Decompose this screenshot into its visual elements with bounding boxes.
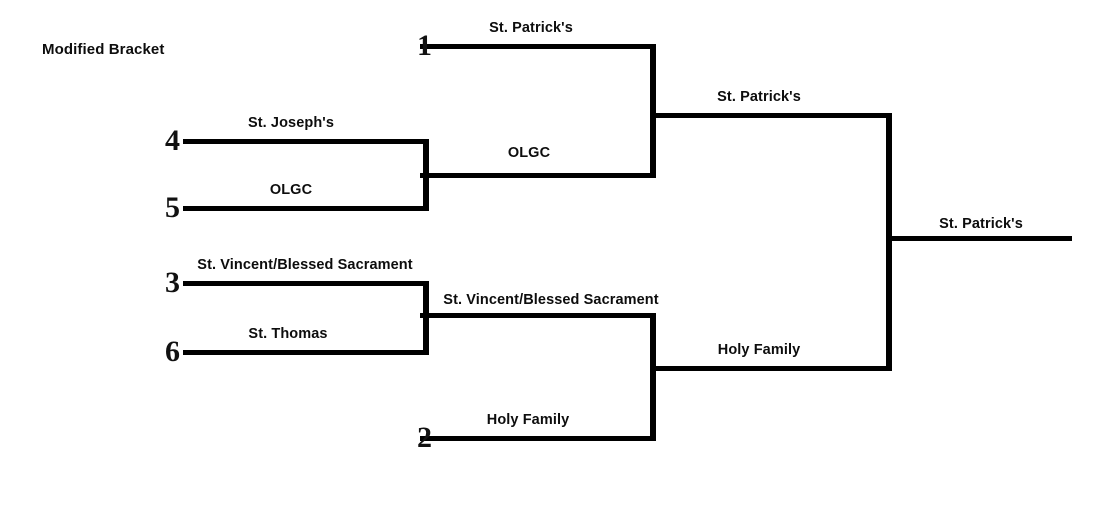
line-seed-1 xyxy=(420,44,656,49)
team-label-semifinal-upper: St. Patrick's xyxy=(717,89,801,105)
seed-number-1: 1 xyxy=(417,29,432,62)
line-seed-2 xyxy=(420,436,656,441)
team-label-round-1-seed-2: Holy Family xyxy=(486,412,570,428)
connector-round1-36 xyxy=(423,281,429,355)
connector-round2-upper xyxy=(650,44,656,178)
seed-number-3: 3 xyxy=(165,266,180,299)
team-label-final-champion: St. Patrick's xyxy=(939,216,1023,232)
team-label-round-2-lower: St. Vincent/Blessed Sacrament xyxy=(443,292,659,308)
line-seed-6 xyxy=(183,350,429,355)
line-semifinal-upper xyxy=(650,113,892,118)
team-label-round-1-seed-6: St. Thomas xyxy=(248,326,328,342)
connector-round1-45 xyxy=(423,139,429,211)
page-title: Modified Bracket xyxy=(42,41,165,58)
seed-number-2: 2 xyxy=(417,421,432,454)
team-label-semifinal-lower: Holy Family xyxy=(717,342,801,358)
line-seed-4 xyxy=(183,139,429,144)
team-label-round-1-seed-4: St. Joseph's xyxy=(247,115,335,131)
line-semifinal-lower xyxy=(650,366,892,371)
line-round2-upper xyxy=(420,173,656,178)
team-label-round-2-upper: OLGC xyxy=(507,145,551,161)
team-label-round-1-seed-3: St. Vincent/Blessed Sacrament xyxy=(197,257,413,273)
line-seed-3 xyxy=(183,281,429,286)
seed-number-5: 5 xyxy=(165,191,180,224)
line-seed-5 xyxy=(183,206,429,211)
team-label-round-1-seed-5: OLGC xyxy=(269,182,313,198)
seed-number-6: 6 xyxy=(165,335,180,368)
line-final-champion xyxy=(886,236,1072,241)
line-round2-lower xyxy=(420,313,656,318)
team-label-round-1-seed-1: St. Patrick's xyxy=(489,20,573,36)
connector-round2-lower xyxy=(650,313,656,441)
seed-number-4: 4 xyxy=(165,124,180,157)
connector-final xyxy=(886,113,892,371)
